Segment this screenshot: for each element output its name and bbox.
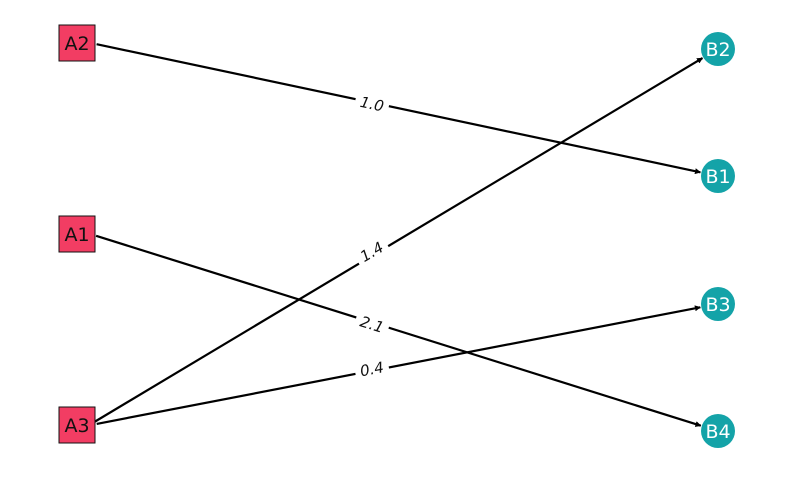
node-square [58, 215, 96, 253]
node-label: B2 [705, 39, 730, 61]
node-circle [701, 32, 735, 66]
edge-label: 1.0 [358, 93, 385, 115]
edge-label: 0.4 [359, 358, 386, 380]
edge-label-group: 0.4 [353, 356, 391, 383]
node-a2: A2 [58, 24, 96, 62]
edge-label-background [352, 234, 392, 270]
edge-label-background [352, 310, 392, 340]
node-label: B4 [705, 421, 730, 443]
edge-label-group: 1.0 [353, 90, 391, 118]
edge-label-group: 2.1 [352, 310, 392, 340]
node-square [58, 24, 96, 62]
edge-labels-layer: 1.01.42.10.4 [352, 90, 392, 383]
node-a1: A1 [58, 215, 96, 253]
node-circle [701, 287, 735, 321]
edge-label-background [353, 356, 391, 383]
node-circle [701, 159, 735, 193]
node-square [58, 406, 96, 444]
node-circle [701, 414, 735, 448]
edges-layer [93, 43, 704, 427]
edge-a3-b3 [96, 305, 701, 425]
edge-label: 2.1 [358, 312, 386, 336]
edge-label-background [353, 90, 391, 118]
edge-a2-b1 [96, 43, 701, 175]
node-label: A2 [64, 33, 89, 55]
node-a3: A3 [58, 406, 96, 444]
node-b4: B4 [701, 414, 735, 448]
node-b2: B2 [701, 32, 735, 66]
edge-a1-b4 [95, 234, 702, 427]
node-label: A1 [64, 224, 89, 246]
node-label: B1 [705, 166, 730, 188]
node-label: A3 [64, 415, 89, 437]
node-label: B3 [705, 294, 730, 316]
node-b1: B1 [701, 159, 735, 193]
node-b3: B3 [701, 287, 735, 321]
edge-a3-b2 [93, 57, 704, 423]
